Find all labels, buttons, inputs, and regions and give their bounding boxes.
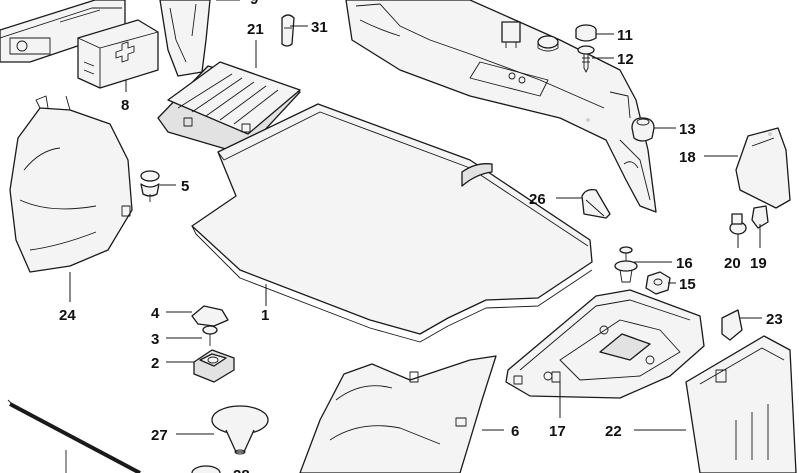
callout-5: 5 (181, 178, 189, 195)
callout-16: 16 (676, 255, 693, 272)
clip-23-part (721, 309, 743, 341)
support-17-part (505, 289, 705, 399)
nut-15-part (645, 271, 671, 295)
push-clip-5-part (140, 170, 160, 202)
callout-20: 20 (724, 255, 741, 272)
ring-28-part (191, 465, 221, 473)
callout-labels: 9 21 31 11 12 13 8 18 5 26 16 20 19 15 2… (59, 0, 783, 473)
callout-1: 1 (261, 307, 269, 324)
cap-11-part (575, 24, 597, 42)
side-trim-6-part (299, 355, 497, 473)
panel-clip-part (501, 21, 521, 48)
callout-8: 8 (121, 97, 129, 114)
first-aid-kit-part (77, 19, 159, 89)
callout-13: 13 (679, 121, 696, 138)
callout-22: 22 (605, 423, 622, 440)
callout-11: 11 (617, 27, 633, 44)
screw-12-part (577, 45, 595, 73)
cargo-floor-1-part (191, 103, 593, 343)
side-panel-22-part (685, 335, 797, 473)
upper-panel-part (159, 0, 211, 77)
storage-tray-part (157, 61, 301, 153)
callout-26: 26 (529, 191, 546, 208)
rivet-16-part (614, 246, 638, 283)
screw-3-part (202, 325, 218, 346)
callout-19: 19 (750, 255, 767, 272)
callout-18: 18 (679, 149, 696, 166)
grommet-13-part (631, 117, 655, 142)
tow-rod-part (7, 399, 141, 473)
knob-27-part (211, 405, 269, 455)
callout-12: 12 (617, 51, 634, 68)
callout-9: 9 (250, 0, 258, 8)
wedge-26-part (581, 188, 611, 219)
callout-15: 15 (679, 276, 696, 293)
callout-28: 28 (233, 467, 250, 473)
callout-6: 6 (511, 423, 519, 440)
clip-19-part (751, 205, 769, 229)
side-trim-24-part (9, 95, 133, 273)
callout-24: 24 (59, 307, 76, 324)
clip-20-part (729, 213, 747, 235)
round-plug-part (537, 35, 559, 52)
fastener-4-part (191, 305, 229, 327)
callout-17: 17 (549, 423, 566, 440)
leader-lines (69, 0, 762, 435)
callout-3: 3 (151, 331, 159, 348)
side-trim-18-part (735, 127, 791, 209)
callout-2: 2 (151, 355, 159, 372)
callout-4: 4 (151, 305, 160, 322)
bracket-2-part (193, 349, 235, 383)
rear-panel-part (345, 0, 657, 213)
clip-31-part (281, 14, 295, 47)
callout-31: 31 (311, 19, 328, 36)
callout-23: 23 (766, 311, 783, 328)
callout-27: 27 (151, 427, 168, 444)
callout-21: 21 (247, 21, 264, 38)
